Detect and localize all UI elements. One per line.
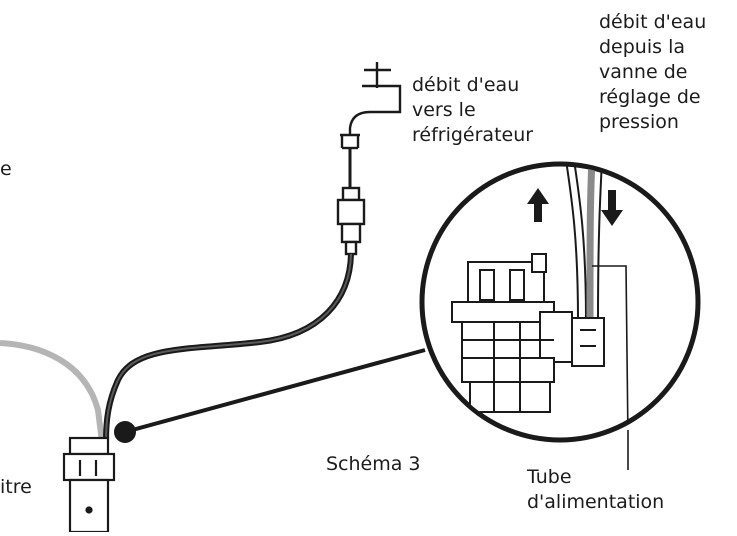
- zoom-anchor-dot: [114, 421, 136, 443]
- dark-tube: [103, 253, 354, 443]
- light-tube: [0, 340, 105, 443]
- label-left-partial-bottom: itre: [0, 476, 32, 498]
- label-flow-from-valve: débit d'eau depuis la vanne de réglage d…: [599, 11, 707, 133]
- zoom-detail: [451, 166, 629, 438]
- arrow-up-icon: [527, 188, 549, 222]
- zoom-leader-line: [124, 348, 426, 434]
- supply-tube-pointer: [592, 265, 629, 438]
- faucet-icon: [340, 62, 402, 150]
- filter-icon: [62, 436, 116, 534]
- label-supply-tube: Tube d'alimentation: [527, 466, 665, 513]
- figure-caption: Schéma 3: [326, 453, 421, 475]
- label-left-partial-top: e: [0, 158, 12, 180]
- inline-valve: [336, 186, 366, 256]
- label-flow-to-fridge: débit d'eau vers le réfrigérateur: [412, 74, 534, 146]
- arrow-down-icon: [601, 190, 623, 226]
